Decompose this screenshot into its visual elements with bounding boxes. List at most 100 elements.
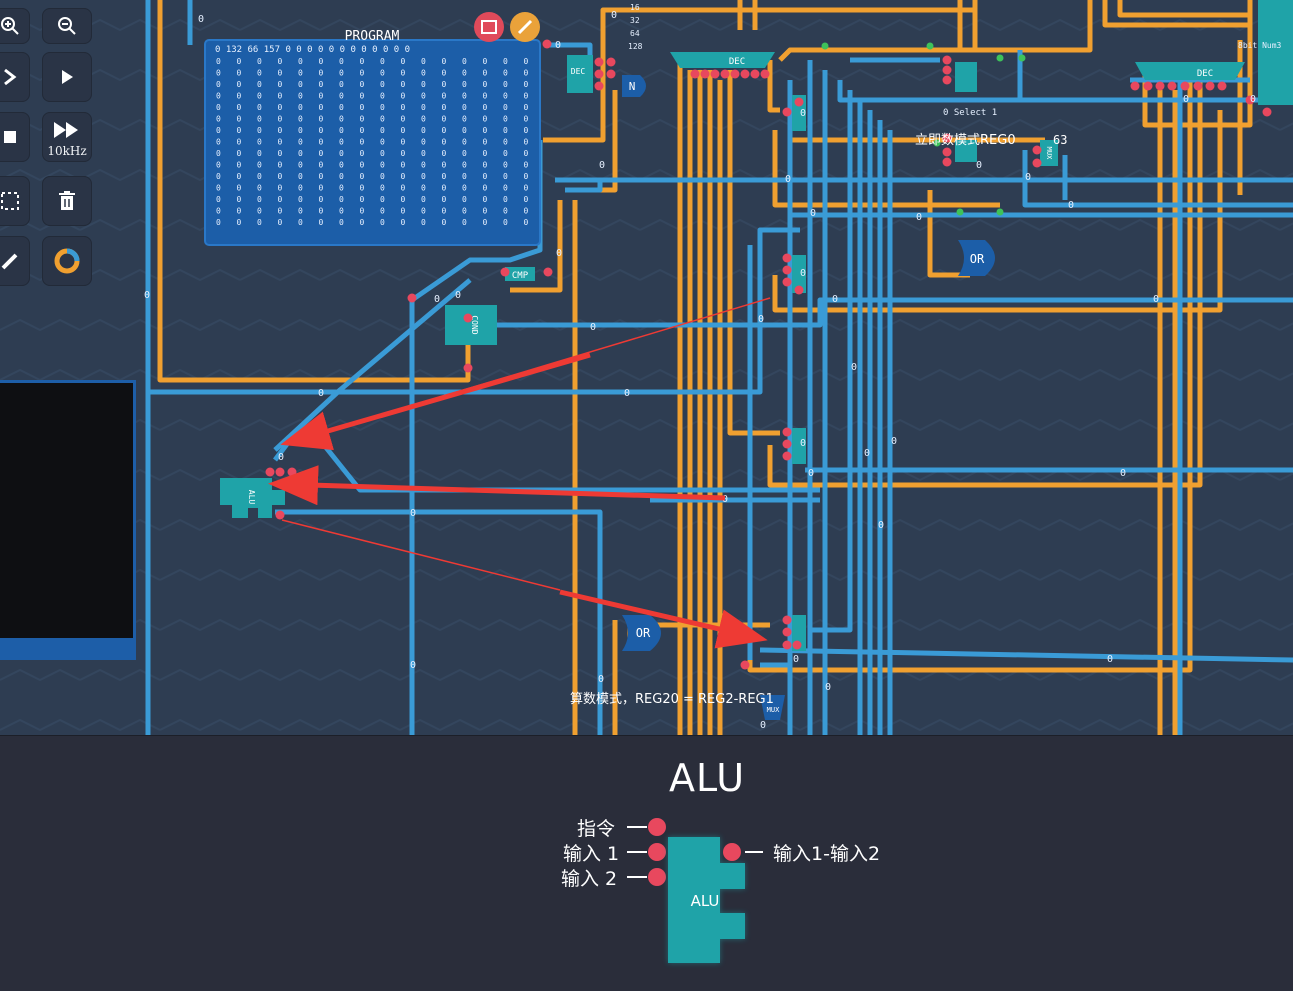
or-gate-right[interactable]: OR [958, 240, 995, 276]
program-cell: 0 [360, 69, 365, 78]
wire-value: 0 [800, 108, 806, 119]
mux-chip-bottom[interactable]: MUX [760, 695, 785, 720]
dec-chip-left[interactable]: DEC [567, 55, 593, 93]
program-cell: 0 [216, 115, 221, 124]
pencil-tool-button[interactable] [0, 236, 30, 286]
program-cell: 0 [462, 138, 467, 147]
color-button[interactable] [42, 236, 92, 286]
program-cell: 0 [380, 218, 385, 227]
program-cell: 0 [278, 126, 283, 135]
pin-dot-active [956, 208, 964, 216]
step-icon [4, 68, 17, 86]
pin-dot [782, 627, 792, 637]
program-cell: 0 [503, 207, 508, 216]
cond-chip[interactable]: COND [445, 305, 497, 345]
stop-button[interactable] [0, 112, 30, 162]
step-button[interactable] [0, 52, 30, 102]
program-cell: 0 [380, 138, 385, 147]
program-cell: 0 [319, 207, 324, 216]
zoom-out-button[interactable] [42, 8, 92, 44]
program-cell: 0 [462, 149, 467, 158]
program-cell: 0 [360, 149, 365, 158]
program-cell: 0 [462, 103, 467, 112]
pin-dot [463, 313, 473, 323]
pin-dot-active [1018, 54, 1026, 62]
wire-value: 0 [318, 388, 324, 399]
program-cell: 0 [360, 172, 365, 181]
memory-icon[interactable] [474, 12, 504, 42]
pin-input1 [648, 843, 666, 861]
pin-dot [1262, 107, 1272, 117]
fast-forward-button[interactable]: 10kHz [42, 112, 92, 162]
program-cell: 0 [319, 149, 324, 158]
wire-value: 0 [808, 468, 814, 479]
dec-chip-center[interactable]: DEC [670, 52, 775, 68]
pin-dot [782, 439, 792, 449]
zoom-in-button[interactable] [0, 8, 30, 44]
wire-value: 0 [410, 508, 416, 519]
program-rom[interactable]: PROGRAM 0 132 66 157 0 0 0 0 0 0 0 0 0 0… [204, 29, 541, 246]
pin-dot [740, 660, 750, 670]
program-cell: 0 [524, 195, 529, 204]
delete-button[interactable] [42, 176, 92, 226]
pin-dot [606, 57, 616, 67]
program-cell: 0 [278, 149, 283, 158]
program-cell: 0 [462, 184, 467, 193]
dec-chip-right[interactable]: DEC [1135, 62, 1245, 80]
program-cell: 0 [237, 207, 242, 216]
chip-edit-buttons[interactable] [474, 12, 540, 42]
program-cell: 0 [319, 92, 324, 101]
select-tool-button[interactable] [0, 176, 30, 226]
circuit-canvas[interactable]: PROGRAM 0 132 66 157 0 0 0 0 0 0 0 0 0 0… [0, 0, 1293, 735]
program-cell: 0 [503, 69, 508, 78]
pin-dot [1205, 81, 1215, 91]
svg-text:64: 64 [630, 29, 640, 38]
wire-value: 0 [278, 452, 284, 463]
wire-value: 0 [556, 248, 562, 259]
circuit-svg[interactable]: PROGRAM 0 132 66 157 0 0 0 0 0 0 0 0 0 0… [0, 0, 1293, 735]
or-gate-bottom[interactable]: OR [622, 615, 661, 651]
program-cell: 0 [462, 80, 467, 89]
program-cell: 0 [401, 207, 406, 216]
pin-dot [782, 265, 792, 275]
program-cell: 0 [503, 80, 508, 89]
mux-chip-top[interactable]: MUX [1040, 140, 1058, 166]
pencil-icon [1, 253, 18, 270]
wire-value: 0 [410, 660, 416, 671]
program-cell: 0 [319, 195, 324, 204]
wire-value: 0 [590, 322, 596, 333]
play-button[interactable] [42, 52, 92, 102]
program-cell: 0 [483, 115, 488, 124]
program-cell: 0 [339, 149, 344, 158]
cmp-chip[interactable]: CMP [505, 267, 535, 281]
n-gate[interactable]: N [622, 75, 646, 97]
annotation-arrows [268, 297, 771, 649]
program-cell: 0 [257, 172, 262, 181]
or-label-bottom: OR [636, 626, 651, 640]
program-cell: 0 [442, 161, 447, 170]
program-cell: 0 [421, 80, 426, 89]
program-cell: 0 [339, 115, 344, 124]
pin-dot [1032, 158, 1042, 168]
wire-value: 0 [1120, 468, 1126, 479]
bit-labels: 16 32 64 128 [628, 3, 643, 51]
program-cell: 0 [401, 149, 406, 158]
program-cell: 0 [278, 184, 283, 193]
program-cell: 0 [319, 172, 324, 181]
program-cell: 0 [339, 172, 344, 181]
play-icon [62, 70, 73, 84]
program-cell: 0 [401, 103, 406, 112]
annotation-immediate-value: 63 [1053, 133, 1067, 147]
alu-chip-label: ALU [691, 892, 720, 910]
wire-value: 0 [800, 268, 806, 279]
program-cell: 0 [339, 80, 344, 89]
pin-dot [720, 69, 730, 79]
pin-dot [710, 69, 720, 79]
program-cell: 0 [360, 218, 365, 227]
program-cell: 0 [503, 115, 508, 124]
program-cell: 0 [298, 138, 303, 147]
program-cell: 0 [216, 126, 221, 135]
pin-dot [942, 55, 952, 65]
program-cell: 0 [360, 195, 365, 204]
program-cell: 0 [380, 57, 385, 66]
